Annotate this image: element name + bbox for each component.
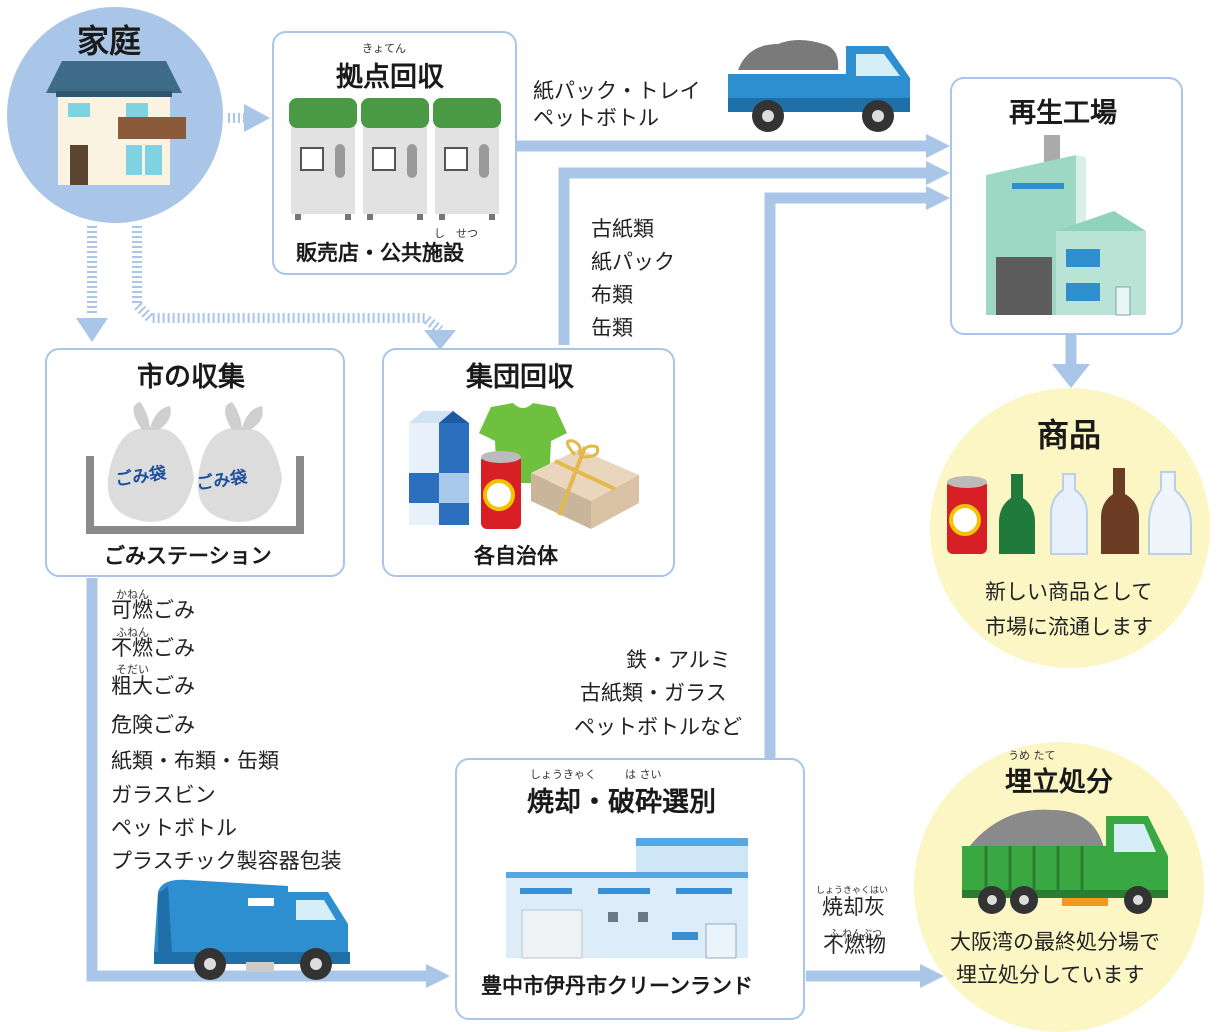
incineration-plant-icon xyxy=(506,838,748,959)
kyoten-title: 拠点回収 xyxy=(336,62,444,93)
ash-ruby: しょうきゃくはい xyxy=(816,886,889,896)
kyoten-footer: 販売店・公共施設 xyxy=(296,241,464,265)
garbage-bags-icon xyxy=(86,402,304,534)
landfill-title: 埋立処分 xyxy=(1005,767,1113,798)
kyoten-item-1: 紙パック・トレイ xyxy=(533,79,701,103)
nonflammable-text: 不燃物 xyxy=(823,933,886,957)
house-icon xyxy=(46,61,186,185)
factory-title: 再生工場 xyxy=(1009,98,1117,129)
recycle-bins-icon xyxy=(289,98,501,220)
dump-truck-icon xyxy=(962,809,1168,914)
collectibles-icon xyxy=(409,403,639,529)
city-item-1: 可燃ごみ xyxy=(111,598,195,622)
ash-text: 焼却灰 xyxy=(822,895,885,919)
recycle-item-1: 鉄・アルミ xyxy=(626,648,731,672)
recycle-item-3: ペットボトルなど xyxy=(574,715,742,739)
product-text-2: 市場に流通します xyxy=(985,615,1153,639)
kyoten-item-2: ペットボトル xyxy=(533,106,659,130)
incinerate-title: 焼却・破砕選別 xyxy=(527,787,716,818)
group-item-4: 缶類 xyxy=(591,316,633,340)
arrow-incinerate-factory xyxy=(764,192,928,760)
group-item-2: 紙パック xyxy=(591,250,675,274)
city-item-8: プラスチック製容器包装 xyxy=(111,849,342,873)
landfill-text-2: 埋立処分しています xyxy=(956,963,1145,987)
recycle-item-2: 古紙類・ガラス xyxy=(580,681,727,705)
arrow-shudan-factory xyxy=(558,167,928,345)
landfill-text-1: 大阪湾の最終処分場で xyxy=(950,930,1160,954)
city-item-6: ガラスビン xyxy=(111,783,216,807)
city-item-7: ペットボトル xyxy=(111,816,237,840)
city-title: 市の収集 xyxy=(137,362,245,393)
city-ruby-2: ふねん xyxy=(116,626,149,639)
city-item-3: 粗大ごみ xyxy=(111,674,195,698)
group-footer: 各自治体 xyxy=(474,544,558,568)
city-item-2: 不燃ごみ xyxy=(111,636,195,660)
city-ruby-3: そだい xyxy=(116,663,149,676)
kyoten-footer-ruby: し せつ xyxy=(434,227,478,240)
group-item-1: 古紙類 xyxy=(591,217,654,241)
city-item-5: 紙類・布類・缶類 xyxy=(111,749,279,773)
garbage-truck-icon xyxy=(154,879,350,980)
home-title: 家庭 xyxy=(77,22,142,60)
city-ruby-1: かねん xyxy=(116,588,149,601)
recycle-factory-icon xyxy=(986,135,1146,316)
product-text-1: 新しい商品として xyxy=(985,580,1153,604)
incinerate-ruby-1: しょうきゃく xyxy=(530,768,596,781)
city-footer: ごみステーション xyxy=(104,544,272,568)
nonflammable-ruby: ふ ねんぶつ xyxy=(829,929,883,940)
incinerate-footer: 豊中市伊丹市クリーンランド xyxy=(481,974,753,998)
product-title: 商品 xyxy=(1037,416,1102,454)
group-item-3: 布類 xyxy=(591,283,633,307)
landfill-ruby: うめ たて xyxy=(1008,749,1056,762)
group-title: 集団回収 xyxy=(466,362,574,393)
incinerate-ruby-2: は さい xyxy=(625,768,662,781)
kyoten-ruby: きょてん xyxy=(362,42,406,55)
city-box xyxy=(45,348,345,577)
products-icon xyxy=(947,468,1192,555)
light-truck-icon xyxy=(728,40,910,132)
city-item-4: 危険ごみ xyxy=(111,713,195,737)
